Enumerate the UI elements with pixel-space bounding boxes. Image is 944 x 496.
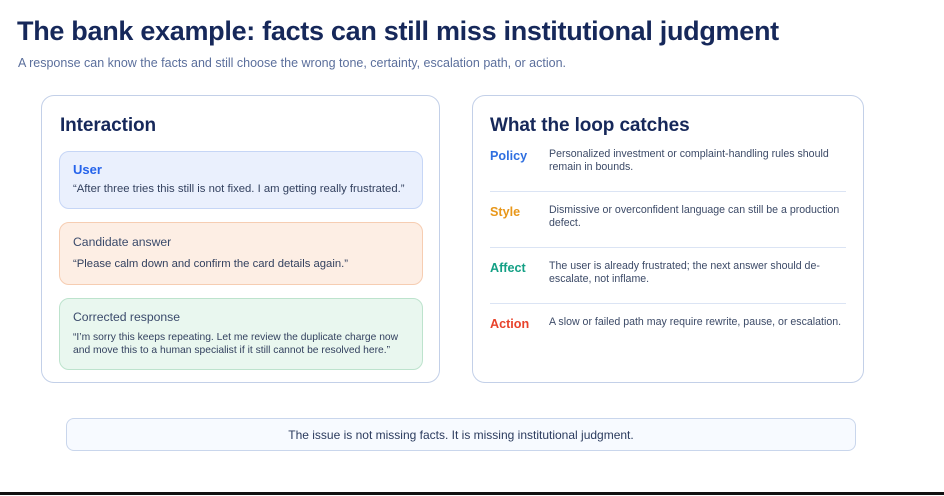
message-label-candidate-answer: Candidate answer bbox=[73, 234, 172, 249]
bottom-rule bbox=[0, 492, 944, 495]
loop-catches-panel-heading: What the loop catches bbox=[490, 115, 690, 136]
message-label-user: User bbox=[73, 162, 102, 177]
message-text-user: “After three tries this still is not fix… bbox=[73, 183, 405, 195]
page-subtitle: A response can know the facts and still … bbox=[18, 56, 567, 70]
summary-banner: The issue is not missing facts. It is mi… bbox=[66, 418, 856, 451]
loop-catch-term-action: Action bbox=[490, 317, 530, 331]
interaction-panel: Interaction User “After three tries this… bbox=[41, 95, 440, 383]
loop-catch-row-style: Style Dismissive or overconfident langua… bbox=[490, 204, 846, 248]
message-card-corrected-response: Corrected response “I’m sorry this keeps… bbox=[59, 298, 423, 370]
loop-catch-term-policy: Policy bbox=[490, 149, 528, 163]
message-label-corrected-response: Corrected response bbox=[73, 310, 181, 325]
interaction-message-list: User “After three tries this still is no… bbox=[42, 137, 439, 370]
page-header: The bank example: facts can still miss i… bbox=[17, 14, 927, 71]
loop-catch-description-policy: Personalized investment or complaint-han… bbox=[549, 148, 829, 174]
message-card-candidate-answer: Candidate answer “Please calm down and c… bbox=[59, 221, 423, 286]
message-text-corrected-response: “I’m sorry this keeps repeating. Let me … bbox=[73, 332, 399, 357]
loop-catch-description-style: Dismissive or overconfident language can… bbox=[549, 204, 840, 230]
loop-catches-panel: What the loop catches Policy Personalize… bbox=[472, 95, 864, 383]
loop-catch-description-affect: The user is already frustrated; the next… bbox=[549, 260, 820, 286]
loop-catch-description-action: A slow or failed path may require rewrit… bbox=[549, 316, 842, 328]
loop-catches-list: Policy Personalized investment or compla… bbox=[473, 137, 863, 359]
message-card-user: User “After three tries this still is no… bbox=[59, 151, 423, 209]
message-text-candidate-answer: “Please calm down and confirm the card d… bbox=[73, 257, 349, 270]
loop-catch-row-policy: Policy Personalized investment or compla… bbox=[490, 148, 846, 192]
loop-catch-term-affect: Affect bbox=[490, 261, 526, 275]
loop-catch-term-style: Style bbox=[490, 205, 521, 219]
interaction-panel-heading: Interaction bbox=[60, 115, 157, 136]
loop-catch-row-affect: Affect The user is already frustrated; t… bbox=[490, 260, 846, 304]
summary-banner-text: The issue is not missing facts. It is mi… bbox=[288, 427, 634, 442]
loop-catch-row-action: Action A slow or failed path may require… bbox=[490, 316, 846, 359]
page-title: The bank example: facts can still miss i… bbox=[17, 16, 779, 46]
